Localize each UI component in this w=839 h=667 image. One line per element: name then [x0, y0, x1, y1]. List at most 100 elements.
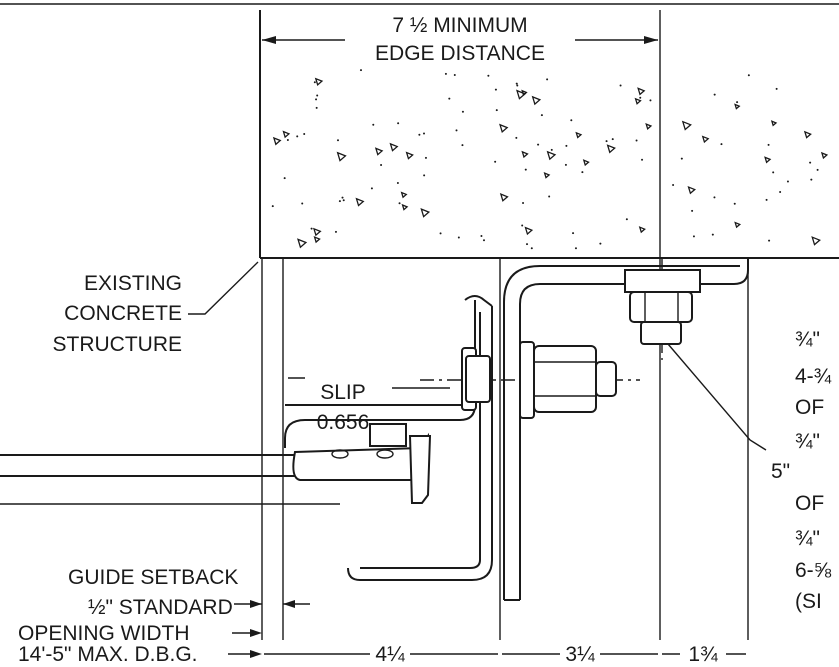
rivet-2: [376, 449, 394, 459]
aggregate-dot: [286, 139, 289, 142]
note-line-1: ¾": [795, 328, 820, 351]
aggregate-dot: [772, 171, 775, 174]
anchor-bolt-tip: [640, 321, 682, 345]
aggregate-stone: [543, 172, 551, 179]
edge-distance-label-1: 7 ½ MINIMUM: [392, 14, 527, 37]
aggregate-dot: [515, 136, 518, 139]
aggregate-dot: [692, 235, 695, 238]
aggregate-dot: [570, 119, 573, 122]
aggregate-dot: [649, 99, 652, 102]
edge-distance-dimension: 7 ½ MINIMUM EDGE DISTANCE: [262, 10, 661, 640]
aggregate-dot: [448, 97, 451, 100]
aggregate-dot: [398, 202, 401, 205]
aggregate-stone: [734, 221, 742, 229]
panel-edge-hardware: [292, 432, 429, 481]
bolt-washer-right: [519, 341, 535, 419]
aggregate-dot: [641, 158, 644, 161]
aggregate-dot: [396, 182, 399, 185]
aggregate-dot: [439, 232, 442, 235]
standard-label: ½" STANDARD: [88, 596, 233, 619]
right-notes: ¾" 4-¾ OF ¾" 5" OF ¾" 6-⅝ (SI: [771, 328, 832, 613]
aggregate-dot: [747, 74, 750, 77]
aggregate-stone: [499, 123, 509, 134]
slip-callout: SLIP 0.656: [288, 377, 450, 434]
aggregate-dot: [338, 200, 341, 203]
aggregate-stone: [687, 185, 696, 195]
aggregate-dot: [334, 230, 337, 233]
aggregate-dot: [341, 196, 344, 199]
dim-a-label: 4¼: [375, 643, 405, 666]
aggregate-stone: [531, 95, 542, 106]
aggregate-stone: [645, 123, 653, 130]
aggregate-dot: [786, 180, 789, 183]
guide-outer: [284, 300, 476, 448]
aggregate-dot: [625, 218, 628, 221]
aggregate-dot: [639, 96, 642, 99]
edge-distance-label-2: EDGE DISTANCE: [375, 42, 545, 65]
aggregate-dot: [424, 156, 427, 159]
aggregate-stone: [400, 191, 408, 199]
aggregate-stone: [546, 150, 557, 161]
aggregate-dot: [736, 101, 739, 104]
aggregate-dot: [713, 93, 716, 96]
dim-b-label: 3¼: [565, 643, 595, 666]
guide-top-cap: [464, 295, 493, 307]
aggregate-dot: [359, 69, 362, 72]
anchor-bolt: [624, 258, 767, 451]
aggregate-dot: [316, 94, 319, 97]
aggregate-dot: [572, 232, 575, 235]
concrete-leader-line: [188, 261, 259, 315]
guide-setback-label: GUIDE SETBACK: [68, 566, 238, 589]
aggregate-dot: [540, 114, 543, 117]
aggregate-stone: [582, 159, 590, 167]
aggregate-dot: [461, 144, 464, 147]
aggregate-dot: [816, 168, 819, 171]
aggregate-dot: [635, 139, 638, 142]
aggregate-stone: [811, 236, 821, 246]
aggregate-stone: [499, 193, 509, 202]
aggregate-stone: [638, 226, 646, 234]
aggregate-dot: [619, 84, 622, 87]
concrete-label-1: EXISTING: [84, 272, 182, 295]
aggregate-dot: [548, 195, 551, 198]
aggregate-stone: [374, 147, 384, 156]
aggregate-stone: [770, 120, 778, 127]
aggregate-stone: [401, 203, 409, 211]
aggregate-stone: [313, 235, 321, 244]
guide-lower-inner: [360, 312, 481, 569]
note-line-2: 4-¾: [795, 365, 832, 388]
aggregate-stone: [575, 131, 583, 139]
setback-arrow-head-left: [250, 600, 262, 608]
bolt-head-left: [465, 355, 491, 403]
dim-c-label: 1¾: [688, 643, 718, 666]
aggregate-dot: [720, 143, 723, 146]
aggregate-dot: [315, 98, 318, 101]
aggregate-dot: [521, 224, 524, 227]
note-line-6: OF: [795, 492, 824, 515]
anchor-nut: [629, 291, 693, 323]
guide-lower-outer: [347, 306, 493, 581]
aggregate-dot: [313, 81, 316, 84]
opening-width-label: OPENING WIDTH: [18, 622, 190, 645]
concrete-slab: [259, 10, 839, 259]
aggregate-dot: [482, 239, 485, 242]
aggregate-stone: [314, 77, 324, 86]
aggregate-dot: [599, 242, 602, 245]
guide-setback-dimension: GUIDE SETBACK ½" STANDARD OPENING WIDTH: [18, 566, 310, 645]
aggregate-stone: [405, 151, 414, 160]
aggregate-dot: [713, 196, 716, 199]
aggregate-stone: [336, 151, 347, 162]
note-line-9: (SI: [795, 590, 822, 613]
aggregate-dot: [611, 138, 614, 141]
aggregate-stone: [521, 150, 529, 159]
aggregate-dot: [524, 168, 527, 171]
aggregate-stone: [634, 97, 642, 105]
aggregate-stone: [282, 130, 291, 139]
slip-value: 0.656: [317, 411, 370, 434]
guide-angle: [284, 295, 493, 581]
aggregate-dot: [733, 202, 736, 205]
anchor-leader-line: [667, 343, 767, 451]
arrow-right: [644, 36, 658, 44]
aggregate-dot: [423, 174, 426, 177]
